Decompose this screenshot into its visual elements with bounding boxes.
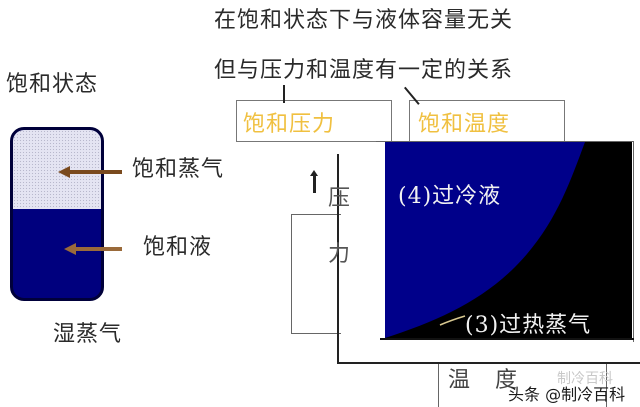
- x-axis-label-1: 温: [448, 368, 472, 393]
- subcooled-liquid-label: (4)过冷液: [398, 184, 502, 209]
- saturation-temperature-label: 饱和温度: [418, 112, 511, 137]
- saturated-vapor-label: 饱和蒸气: [132, 157, 225, 182]
- x-axis: [337, 362, 640, 364]
- watermark-text: 头条 @制冷百科: [508, 385, 626, 404]
- saturation-pressure-box: 饱和压力: [236, 100, 392, 142]
- phase-plot: (4)过冷液 (3)过热蒸气: [385, 142, 632, 338]
- outline-box-top: [376, 141, 634, 142]
- superheated-vapor-label: (3)过热蒸气: [465, 313, 592, 338]
- saturation-state-title: 饱和状态: [6, 72, 99, 97]
- outline-box-left-top: [291, 214, 341, 215]
- watermark-ghost-text: 制冷百科: [557, 371, 613, 387]
- y-axis-label-2: 力: [328, 242, 352, 267]
- vessel-diagram: [10, 127, 104, 301]
- header-line-2: 但与压力和温度有一定的关系: [214, 58, 514, 83]
- saturation-pressure-label: 饱和压力: [243, 112, 336, 137]
- y-axis-label-1: 压: [328, 186, 352, 211]
- liquid-arrow-head-icon: [64, 243, 76, 255]
- saturation-curve: [385, 142, 585, 338]
- liquid-arrow-icon: [74, 247, 122, 251]
- outline-box-left-vertical: [291, 214, 292, 334]
- header-line-1: 在饱和状态下与液体容量无关: [214, 8, 514, 33]
- y-axis: [337, 154, 339, 364]
- pressure-pointer-icon: [283, 85, 285, 103]
- plot-baseline: [380, 338, 634, 340]
- wet-vapor-caption: 湿蒸气: [53, 322, 123, 347]
- y-axis-arrow-head-icon: [310, 170, 318, 176]
- x-label-box-left: [438, 364, 439, 407]
- saturated-liquid-label: 饱和液: [143, 235, 213, 260]
- outline-box-right-edge: [633, 142, 634, 342]
- y-axis-arrow-icon: [313, 175, 316, 193]
- saturated-vapor-region: [13, 130, 101, 209]
- vapor-arrow-icon: [68, 170, 122, 174]
- vapor-arrow-head-icon: [58, 166, 70, 178]
- outline-box-left-bottom: [291, 333, 341, 334]
- x-label-box-right: [606, 364, 607, 407]
- x-axis-label-2: 度: [495, 368, 519, 393]
- saturation-temperature-box: 饱和温度: [409, 100, 565, 142]
